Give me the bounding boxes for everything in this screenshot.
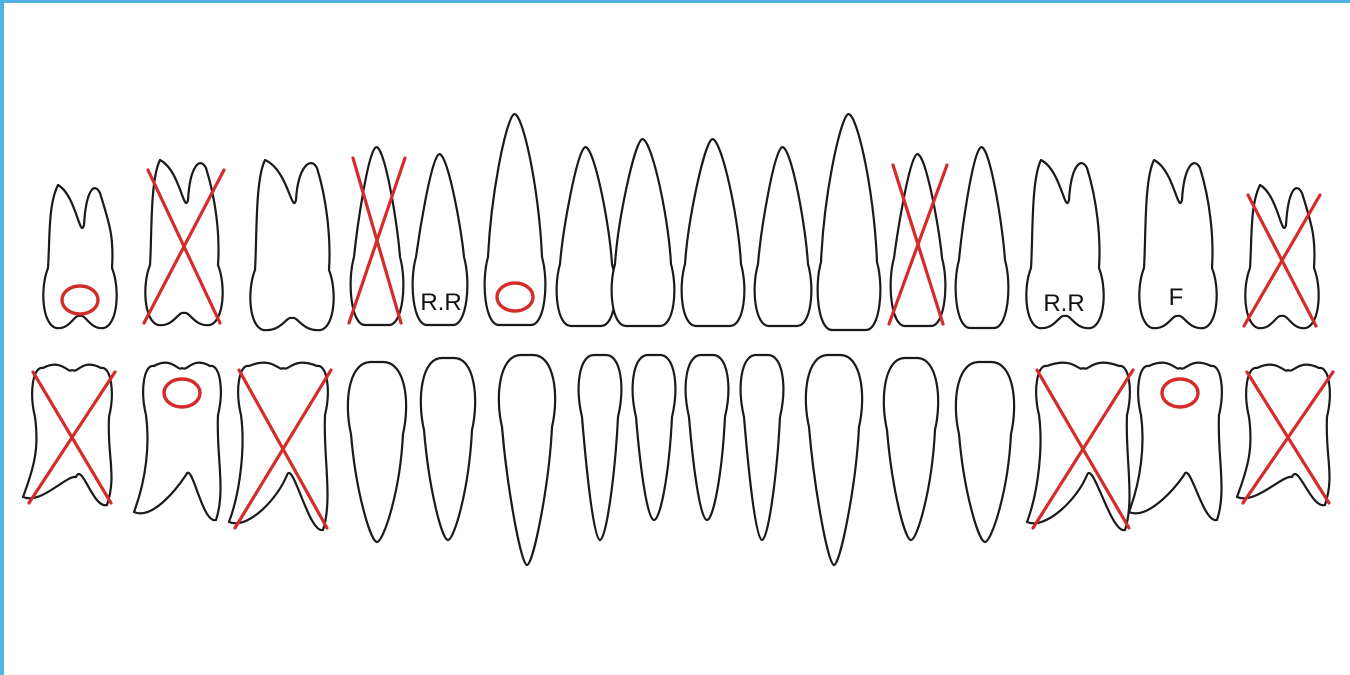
- lower-tooth-2: [134, 363, 221, 521]
- upper-tooth-11: [818, 114, 881, 330]
- premolar-outline: [421, 358, 475, 540]
- upper-tooth-1: [43, 185, 116, 328]
- lower-tooth-6: [499, 355, 555, 565]
- incisor-outline: [612, 139, 675, 326]
- molar-outline: [250, 160, 333, 330]
- lower-arch: [23, 355, 1330, 565]
- molar-outline: [1129, 363, 1222, 521]
- molar-outline: [43, 185, 116, 328]
- lower-tooth-11: [806, 355, 862, 565]
- incisor-outline: [755, 147, 812, 326]
- incisor-outline: [633, 355, 676, 520]
- premolar-outline: [884, 358, 938, 540]
- label-rr-upper-molar: R.R: [1043, 290, 1084, 317]
- upper-tooth-10: [755, 147, 812, 326]
- upper-tooth-6: [485, 114, 546, 325]
- annotation-marks: [29, 158, 1333, 528]
- premolar-outline: [348, 362, 406, 542]
- canine-outline: [499, 355, 555, 565]
- lower-tooth-10: [741, 355, 784, 540]
- canine-outline: [818, 114, 881, 330]
- upper-tooth-7: [557, 147, 616, 326]
- incisor-outline: [682, 139, 745, 326]
- incisor-outline: [557, 147, 616, 326]
- canine-outline: [806, 355, 862, 565]
- upper-arch: [43, 114, 1318, 330]
- upper-tooth-3: [250, 160, 333, 330]
- label-f-upper-molar: F: [1169, 284, 1184, 311]
- incisor-outline: [686, 355, 729, 520]
- lower-tooth-15: [1129, 363, 1222, 521]
- premolar-outline: [956, 362, 1014, 542]
- canine-outline: [485, 114, 546, 325]
- lower-tooth-13: [956, 362, 1014, 542]
- label-rr-upper-premolar: R.R: [420, 289, 461, 316]
- incisor-outline: [741, 355, 784, 540]
- lower-tooth-4: [348, 362, 406, 542]
- premolar-outline: [956, 147, 1009, 328]
- molar-outline: [134, 363, 221, 521]
- lower-tooth-7: [579, 355, 622, 540]
- upper-tooth-13: [956, 147, 1009, 328]
- lower-tooth-5: [421, 358, 475, 540]
- upper-tooth-8: [612, 139, 675, 326]
- lower-tooth-8: [633, 355, 676, 520]
- incisor-outline: [579, 355, 622, 540]
- lower-tooth-12: [884, 358, 938, 540]
- upper-tooth-9: [682, 139, 745, 326]
- lower-tooth-9: [686, 355, 729, 520]
